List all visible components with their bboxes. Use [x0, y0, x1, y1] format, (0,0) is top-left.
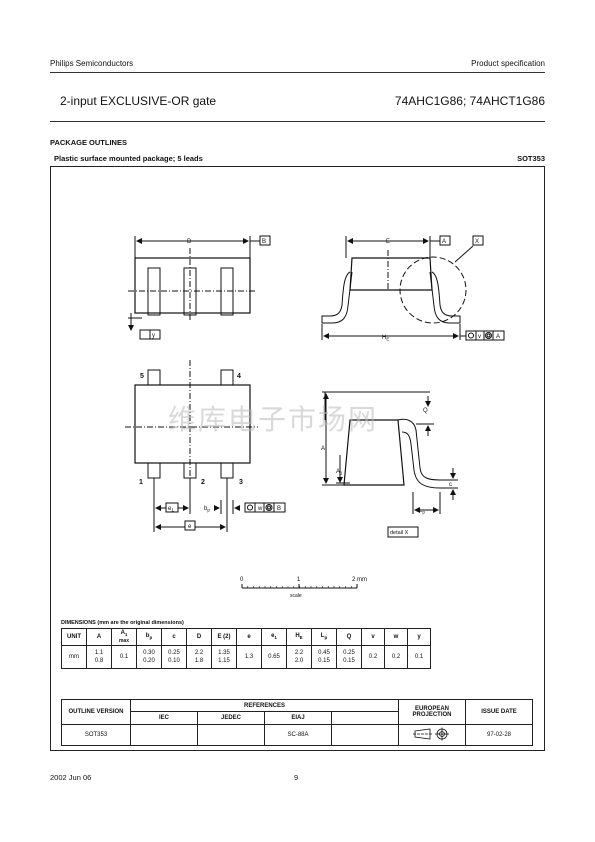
col-v: v	[361, 628, 385, 646]
label-X: X	[475, 239, 479, 245]
cell-e1: 0.65	[261, 645, 287, 669]
outline-value: SOT353	[61, 724, 131, 746]
scale-label: scale	[290, 593, 302, 599]
label-A-ref: A	[496, 334, 500, 340]
jedec-header: JEDEC	[197, 711, 265, 725]
references-row: SOT353 SC-88A 97-02-28	[61, 724, 533, 746]
label-A-height: A	[321, 446, 325, 452]
watermark: 维库电子市场网	[168, 403, 379, 436]
cell-w: 0.2	[384, 645, 408, 669]
col-Lp: Lp	[311, 628, 337, 646]
doc-type: Product specification	[471, 59, 545, 68]
label-e1: e1	[168, 506, 174, 513]
label-A1: A1	[336, 469, 343, 476]
iec-value	[130, 724, 198, 746]
title-rule	[50, 121, 545, 122]
col-Q: Q	[336, 628, 362, 646]
pin-2: 2	[201, 479, 205, 486]
cell-v: 0.2	[361, 645, 385, 669]
jedec-value	[197, 724, 265, 746]
references-header: REFERENCES	[130, 699, 399, 712]
label-bp: bp	[204, 506, 210, 513]
label-Lp: Lp	[419, 508, 425, 515]
col-unit: UNIT	[61, 628, 87, 646]
eiaj-value: SC-88A	[264, 724, 332, 746]
european-projection-header: EUROPEAN PROJECTION	[398, 699, 466, 725]
package-description: Plastic surface mounted package; 5 leads	[54, 154, 203, 163]
col-y: y	[407, 628, 431, 646]
page-number: 9	[294, 773, 299, 782]
cell-unit: mm	[61, 645, 87, 669]
page-title: 2-input EXCLUSIVE-OR gate	[60, 94, 217, 108]
iec-header: IEC	[130, 711, 198, 725]
label-c: c	[449, 482, 452, 488]
label-B: B	[262, 239, 266, 245]
scale-tick-0: 0	[240, 577, 244, 583]
col-bp: bp	[136, 628, 162, 646]
label-Q: Q	[423, 408, 428, 414]
col-e: e	[236, 628, 262, 646]
header-rule	[50, 72, 545, 73]
label-D: D	[187, 239, 192, 245]
empty-ref-value	[331, 724, 399, 746]
cell-y: 0.1	[407, 645, 431, 669]
scale-tick-1: 1	[297, 577, 301, 583]
col-D: D	[186, 628, 212, 646]
section-heading: PACKAGE OUTLINES	[50, 138, 127, 147]
projection-symbol	[398, 724, 466, 746]
drawing-frame	[50, 166, 545, 751]
package-code: SOT353	[517, 154, 545, 163]
label-y: y	[152, 333, 155, 339]
pin-5: 5	[140, 373, 144, 380]
col-c: c	[161, 628, 187, 646]
footer-date: 2002 Jun 06	[50, 773, 92, 782]
references-header-row-1: OUTLINE VERSION REFERENCES EUROPEAN PROJ…	[61, 699, 533, 725]
cell-A1: 0.1	[111, 645, 137, 669]
issue-date-value: 97-02-28	[465, 724, 533, 746]
references-table: OUTLINE VERSION REFERENCES EUROPEAN PROJ…	[61, 699, 533, 746]
label-e: e	[188, 524, 192, 530]
pin-1: 1	[139, 479, 143, 486]
detail-x-label: detail X	[390, 530, 409, 536]
col-E: E (2)	[211, 628, 237, 646]
col-HE: HE	[286, 628, 312, 646]
col-e1: e1	[261, 628, 287, 646]
company-name: Philips Semiconductors	[50, 59, 134, 68]
cell-e: 1.3	[236, 645, 262, 669]
issue-date-header: ISSUE DATE	[465, 699, 533, 725]
label-B-ref: B	[277, 506, 281, 512]
pin-4: 4	[237, 373, 241, 380]
label-HE: HE	[382, 335, 389, 342]
empty-ref-header	[331, 711, 399, 725]
col-A: A	[86, 628, 112, 646]
pin-3: 3	[239, 479, 243, 486]
label-E: E	[386, 239, 390, 245]
scale-tick-2: 2 mm	[352, 577, 367, 583]
label-w: w	[257, 506, 263, 512]
projection-icon	[413, 727, 449, 741]
outline-version-header: OUTLINE VERSION	[61, 699, 131, 725]
label-A: A	[442, 239, 446, 245]
label-v: v	[478, 334, 481, 340]
dimensions-caption: DIMENSIONS (mm are the original dimensio…	[61, 620, 184, 626]
col-w: w	[384, 628, 408, 646]
part-numbers: 74AHC1G86; 74AHCT1G86	[394, 94, 545, 108]
eiaj-header: EIAJ	[264, 711, 332, 725]
